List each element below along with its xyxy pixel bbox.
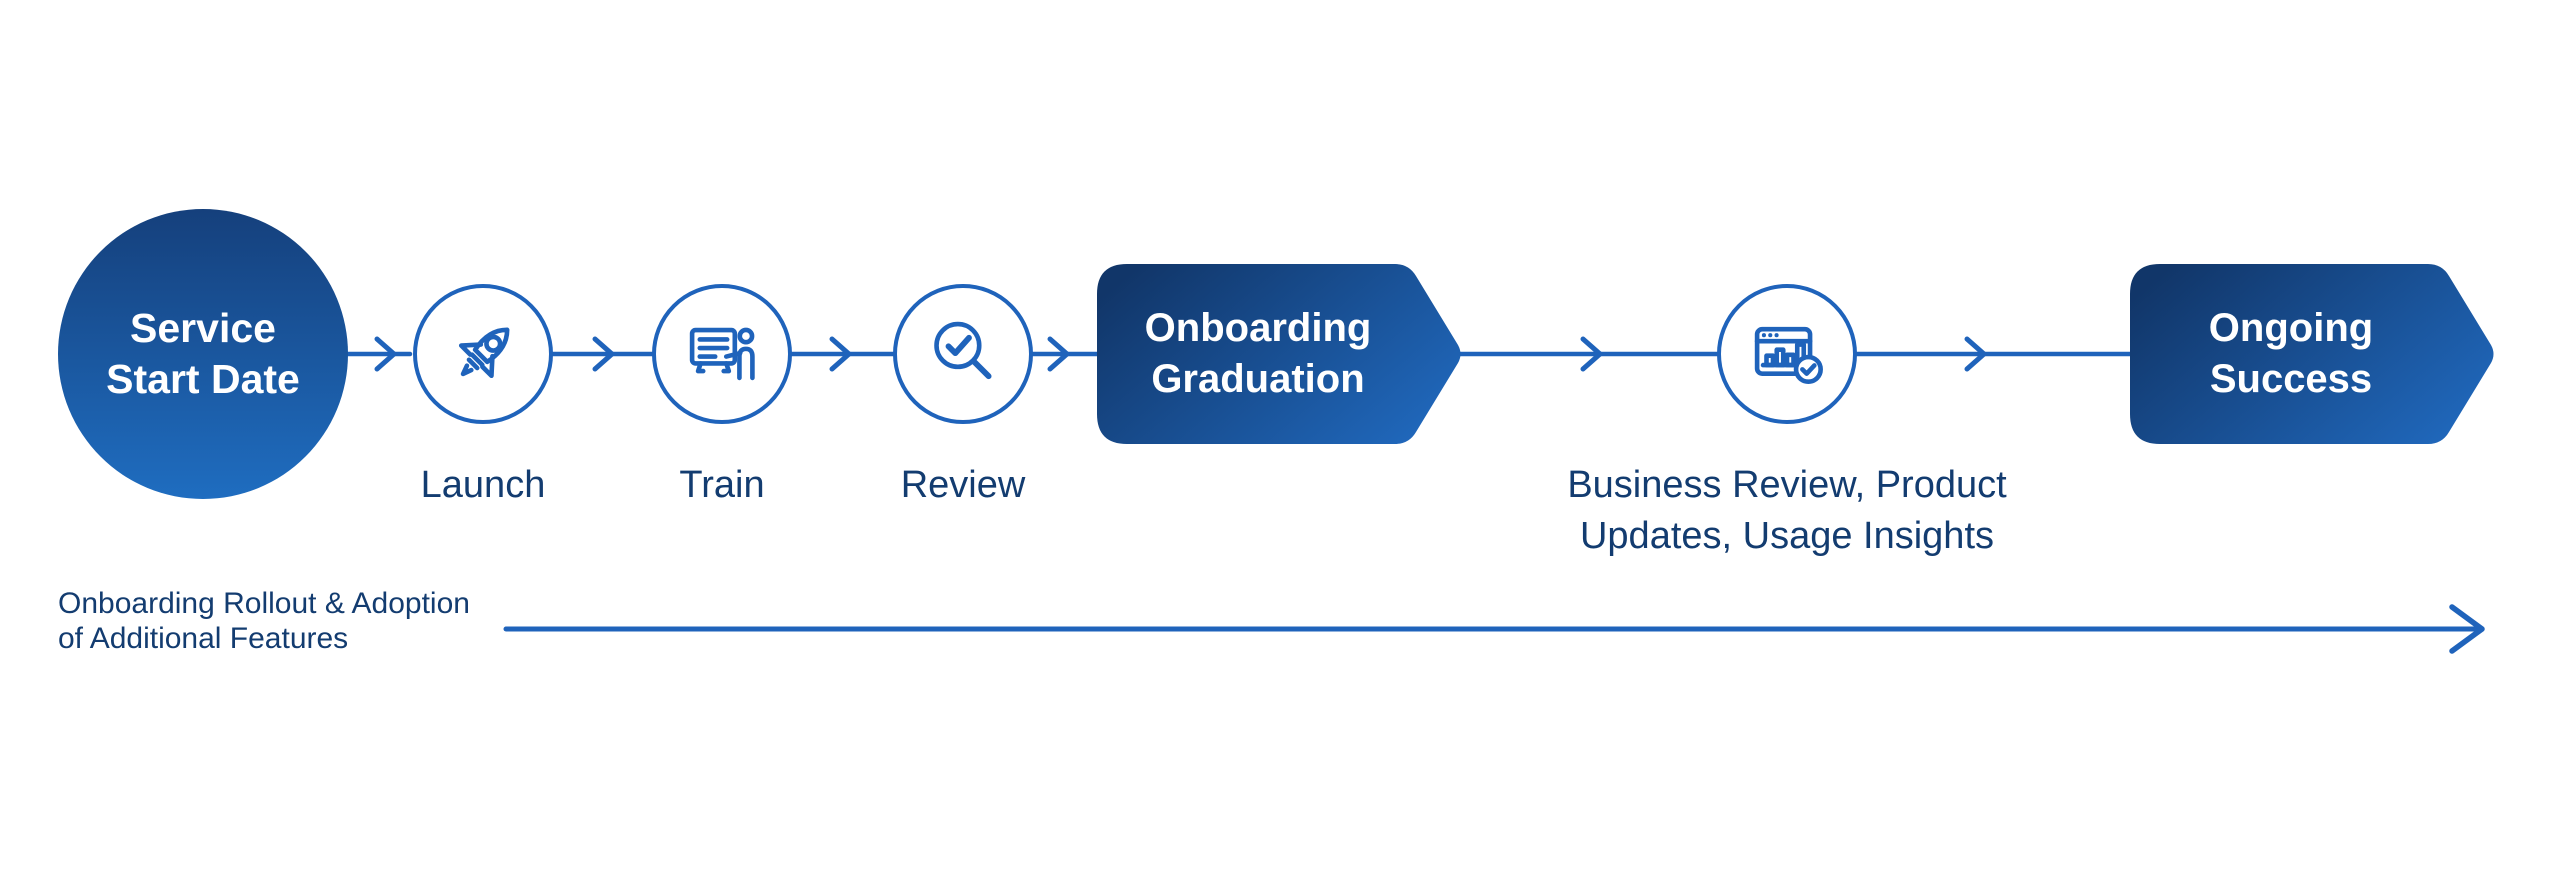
review-step-node [893, 284, 1033, 424]
magnifier-check-icon [934, 321, 992, 380]
review-step-label: Review [900, 464, 1026, 506]
arrowhead-icon [829, 336, 852, 372]
service-start-date-node: Service Start Date [58, 209, 348, 499]
train-step-label: Train [679, 464, 765, 506]
rocket-icon [458, 327, 510, 379]
launch-step-node [413, 284, 553, 424]
ongoing-success-node: Ongoing Success [2130, 264, 2496, 444]
launch-step-label: Launch [420, 464, 546, 506]
milestone-arrow-shape [1097, 264, 1461, 444]
analytics-browser-icon [1754, 326, 1823, 384]
timeline-caption: Onboarding Rollout & Adoption of Additio… [58, 587, 470, 656]
train-step-node [652, 284, 792, 424]
service-start-date-label: Service Start Date [106, 304, 300, 402]
onboarding-graduation-node: Onboarding Graduation [1097, 264, 1463, 444]
arrowhead-icon [592, 336, 615, 372]
milestone-arrow-shape [2130, 264, 2494, 444]
arrowhead-icon [1964, 336, 1987, 372]
business-review-step-node [1717, 284, 1857, 424]
timeline-arrowhead-icon [2449, 604, 2485, 654]
onboarding-graduation-label: Onboarding Graduation [1144, 305, 1372, 401]
training-presentation-icon [689, 327, 755, 381]
arrowhead-icon [374, 336, 397, 372]
arrowhead-icon [1047, 336, 1070, 372]
arrowhead-icon [1580, 336, 1603, 372]
business-review-step-label: Business Review, Product Updates, Usage … [1567, 464, 2007, 557]
ongoing-success-label: Ongoing Success [2208, 305, 2374, 401]
